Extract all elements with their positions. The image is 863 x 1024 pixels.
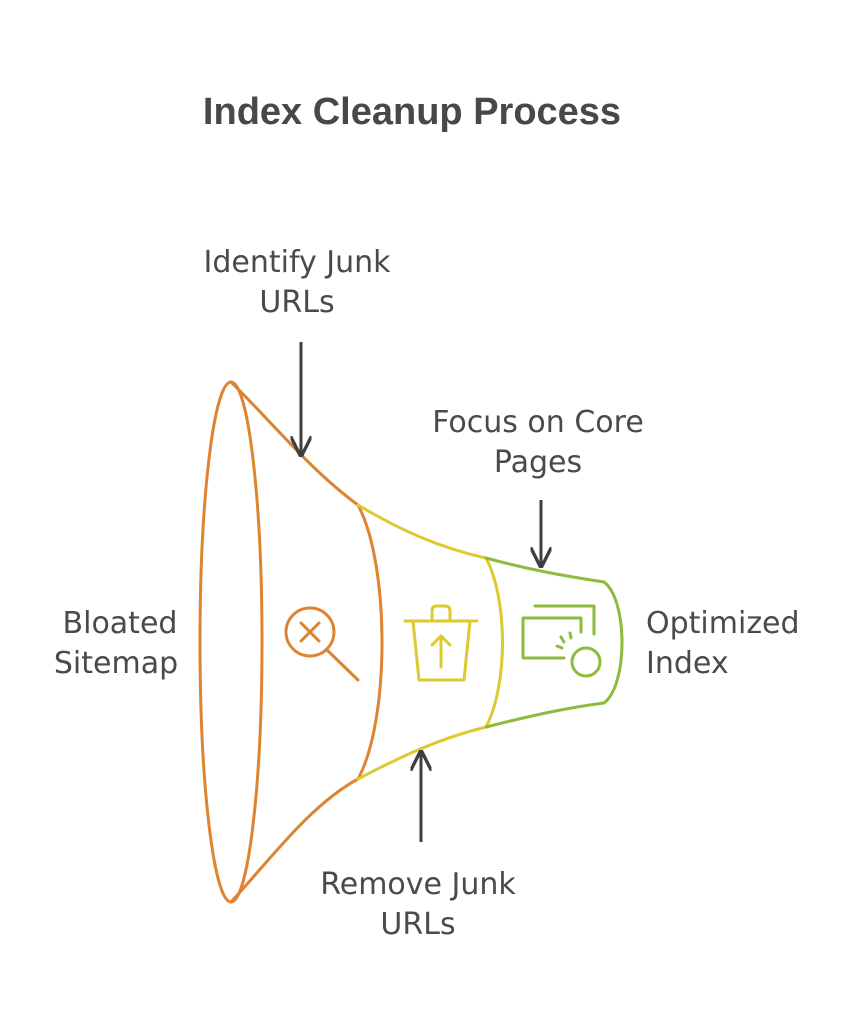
divider-orange xyxy=(356,503,384,781)
funnel-top-edge-yellow xyxy=(356,503,488,560)
label-right-line1: Optimized xyxy=(646,606,800,641)
funnel-bottom-edge-yellow xyxy=(356,725,488,781)
magnifier-x-icon xyxy=(284,606,360,682)
label-identify-line1: Identify Junk xyxy=(203,245,391,280)
arrows xyxy=(301,342,541,842)
label-remove-junk-urls: Remove Junk URLs xyxy=(320,867,516,942)
label-remove-line1: Remove Junk xyxy=(320,867,516,902)
funnel-top-edge-green xyxy=(484,556,606,584)
label-bloated-sitemap: Bloated Sitemap xyxy=(54,606,178,681)
label-left-line1: Bloated xyxy=(63,606,178,641)
screen-click-icon xyxy=(521,604,602,678)
label-focus-core-pages: Focus on Core Pages xyxy=(432,405,644,480)
label-optimized-index: Optimized Index xyxy=(646,606,800,681)
funnel-bottom-edge-orange xyxy=(229,777,360,904)
trash-upload-icon xyxy=(403,604,479,682)
funnel-bottom-edge-green xyxy=(484,701,606,729)
divider-yellow xyxy=(484,556,504,729)
label-left-line2: Sitemap xyxy=(54,646,178,681)
funnel-mouth-ellipse xyxy=(198,380,264,904)
label-right-line2: Index xyxy=(646,646,729,681)
label-identify-line2: URLs xyxy=(259,285,334,320)
label-identify-junk-urls: Identify Junk URLs xyxy=(203,245,391,320)
label-focus-line1: Focus on Core xyxy=(432,405,644,440)
diagram-title: Index Cleanup Process xyxy=(203,91,621,133)
label-remove-line2: URLs xyxy=(380,907,455,942)
funnel-tail-end xyxy=(602,580,624,705)
label-focus-line2: Pages xyxy=(494,445,582,480)
funnel-segment-yellow xyxy=(356,503,504,781)
funnel-segment-green xyxy=(484,556,624,729)
funnel-segment-orange xyxy=(198,380,384,904)
